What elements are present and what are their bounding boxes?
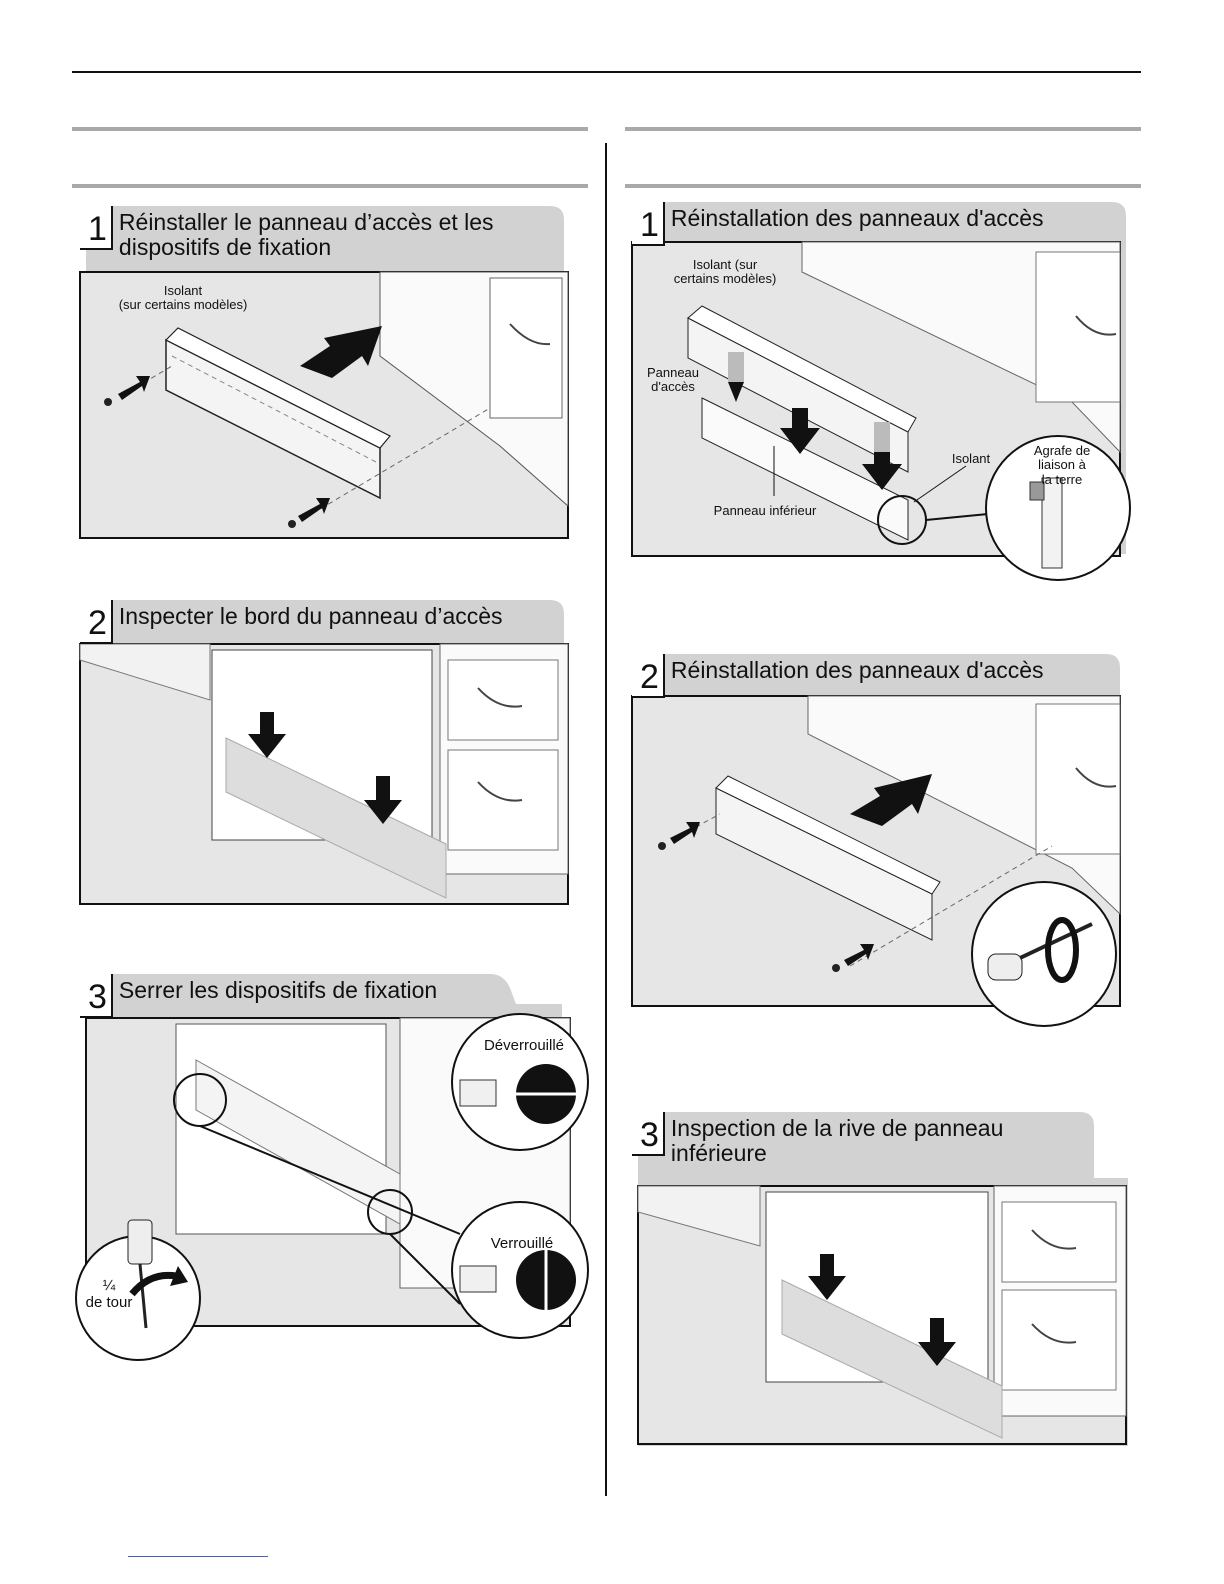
column-divider: [605, 143, 607, 1496]
step-number: 3: [80, 974, 113, 1018]
step-title: Réinstallation des panneaux d'accès: [670, 657, 1044, 683]
left-step-2-illustration: 2 Inspecter le bord du panneau d’accès: [79, 600, 572, 908]
step-title: Réinstallation des panneaux d'accès: [670, 205, 1044, 231]
step-number: 1: [80, 206, 113, 250]
label-panneau-acces: Panneau d'accès: [646, 365, 700, 395]
step-number: 2: [80, 600, 113, 644]
label-isolant: Isolant: [951, 451, 991, 466]
right-section-rule-top: [625, 127, 1141, 131]
left-section-rule-top: [72, 127, 588, 131]
label-locked: Verrouillé: [490, 1235, 554, 1252]
left-section-rule-bottom: [72, 184, 588, 188]
right-step-2-illustration: 2 Réinstallation des panneaux d'accès: [631, 654, 1132, 1027]
step-title: Inspecter le bord du panneau d’accès: [118, 603, 503, 629]
top-rule: [72, 71, 1141, 73]
step-title: Serrer les dispositifs de fixation: [118, 977, 438, 1003]
step-number: 2: [632, 654, 665, 698]
label-isolant: Isolant (sur certains modèles): [118, 283, 248, 313]
step-number: 1: [632, 202, 665, 246]
label-unlocked: Déverrouillé: [483, 1037, 565, 1054]
step-number: 3: [632, 1112, 665, 1156]
right-step-1-illustration: 1 Réinstallation des panneaux d'accès Is…: [631, 202, 1132, 581]
left-step-1-illustration: 1 Réinstaller le panneau d’accès et les …: [79, 206, 572, 542]
left-step-3-illustration: 3 Serrer les dispositifs de fixation Dév…: [75, 974, 589, 1366]
label-panneau-inferieur: Panneau inférieur: [713, 503, 817, 518]
label-isolant-top: Isolant (sur certains modèles): [673, 257, 777, 287]
step-title: Inspection de la rive de panneau inférie…: [670, 1115, 1004, 1167]
right-section-rule-bottom: [625, 184, 1141, 188]
step-title: Réinstaller le panneau d’accès et les di…: [118, 209, 494, 261]
footer-link-underline: [128, 1556, 268, 1557]
label-agrafe: Agrafe de liaison à la terre: [1033, 443, 1091, 487]
right-step-3-illustration: 3 Inspection de la rive de panneau infér…: [632, 1112, 1132, 1448]
label-quarter-turn: ¼ de tour: [85, 1277, 133, 1311]
